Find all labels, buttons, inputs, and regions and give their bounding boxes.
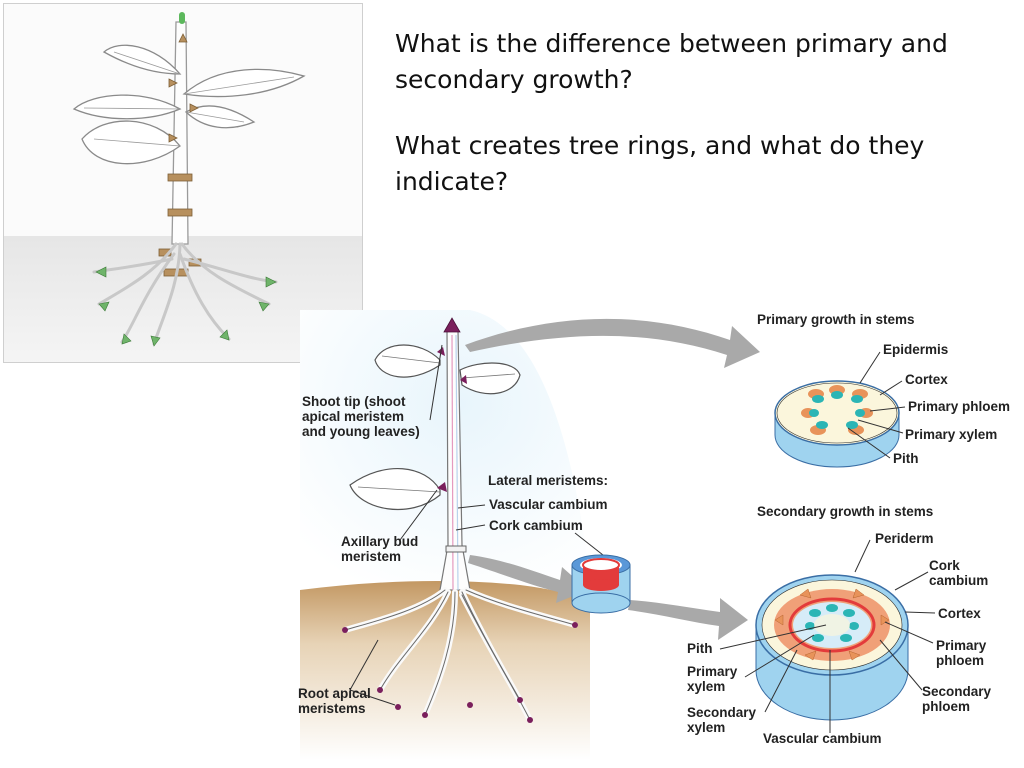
label-pith-secondary: Pith — [687, 641, 713, 656]
label-cork-cambium: Cork cambium — [489, 518, 583, 533]
label-root-apical-meristems: Root apical meristems — [298, 686, 371, 716]
secondary-growth-title: Secondary growth in stems — [757, 504, 934, 519]
label-cortex-secondary: Cortex — [938, 606, 981, 621]
label-secondary-xylem: Secondary xylem — [687, 705, 757, 735]
label-primary-phloem: Primary phloem — [908, 399, 1011, 414]
label-lateral-meristems: Lateral meristems: — [488, 473, 609, 488]
label-primary-xylem-secondary: Primary xylem — [687, 664, 738, 694]
label-primary-phloem-secondary: Primary phloem — [936, 638, 987, 668]
label-cork-cambium-secondary: Cork cambium — [929, 558, 989, 588]
label-vascular-cambium-secondary: Vascular cambium — [763, 731, 882, 746]
question-primary-secondary-growth: What is the difference between primary a… — [395, 29, 948, 94]
plant-growth-illustration — [3, 3, 363, 363]
primary-growth-title: Primary growth in stems — [757, 312, 915, 327]
label-pith-primary: Pith — [893, 451, 919, 466]
label-axillary-bud-meristem: Axillary bud meristem — [341, 534, 419, 564]
label-secondary-phloem: Secondary phloem — [922, 684, 992, 714]
label-periderm: Periderm — [875, 531, 934, 546]
label-vascular-cambium: Vascular cambium — [489, 497, 608, 512]
label-cortex-primary: Cortex — [905, 372, 948, 387]
label-epidermis: Epidermis — [883, 342, 949, 357]
primary-stem-cross-section — [774, 380, 900, 468]
label-shoot-tip: Shoot tip (shoot apical meristem and you… — [302, 394, 420, 439]
secondary-stem-cross-section — [755, 574, 909, 721]
label-primary-xylem: Primary xylem — [905, 427, 998, 442]
question-tree-rings: What creates tree rings, and what do the… — [395, 131, 925, 196]
